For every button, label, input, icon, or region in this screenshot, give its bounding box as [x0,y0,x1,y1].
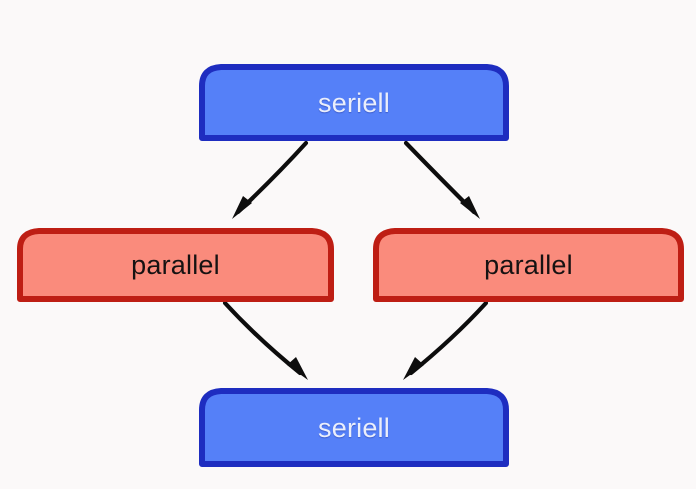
node-outline [199,64,509,141]
node-shape [373,228,684,302]
edge-parallel-left-to-serial-bottom [222,300,308,380]
edge-line [235,140,309,215]
node-outline [373,228,684,302]
node-parallel-left[interactable]: parallel [17,228,334,303]
node-outline [199,388,509,467]
edge-line [403,140,477,215]
arrowhead-icon [232,196,252,219]
node-label: parallel [484,250,573,280]
arrowhead-icon [403,357,424,380]
node-shape [199,388,509,467]
edge-line [408,300,489,376]
edge-line [222,300,303,376]
node-parallel-right[interactable]: parallel [373,228,684,303]
node-serial-top[interactable]: seriell [199,64,509,142]
node-label: parallel [131,250,220,280]
node-label: seriell [318,87,390,118]
node-shape [17,228,334,302]
arrowhead-icon [460,196,480,219]
edge-parallel-right-to-serial-bottom [403,300,489,380]
node-shape [199,64,509,141]
node-label: seriell [318,412,390,443]
node-outline [17,228,334,302]
node-serial-bottom[interactable]: seriell [199,388,509,468]
arrowhead-icon [287,357,308,380]
edge-serial-top-to-parallel-right [403,140,480,219]
edge-serial-top-to-parallel-left [232,140,309,219]
